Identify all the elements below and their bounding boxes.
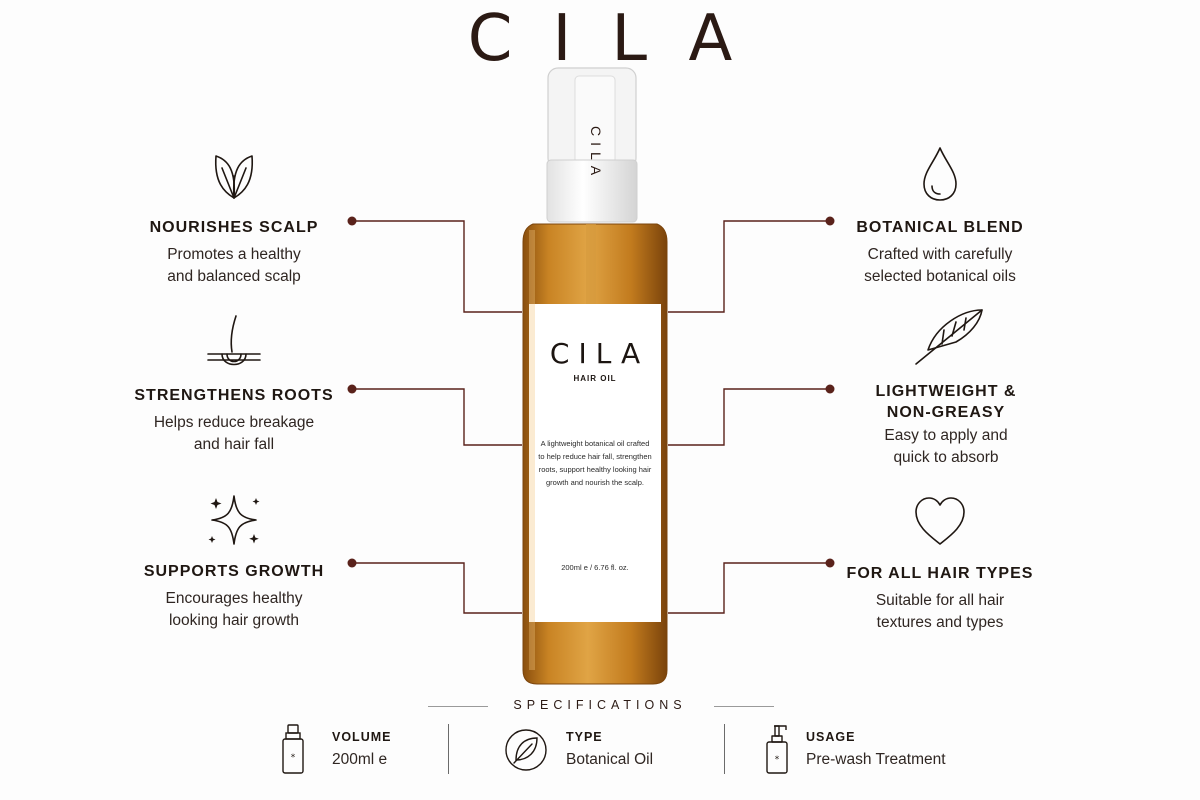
label-brand: CILA	[549, 337, 650, 370]
spec-rule-right	[714, 706, 774, 707]
spec-label: TYPE	[566, 730, 603, 744]
feature-title: STRENGTHENS ROOTS	[134, 387, 334, 404]
feature-title: NOURISHES SCALP	[149, 219, 319, 236]
cap-brand: CILA	[588, 126, 604, 182]
spec-value: Botanical Oil	[566, 751, 654, 768]
label-description: A lightweight botanical oil crafted to h…	[538, 439, 652, 487]
feature-lightweight: LIGHTWEIGHT & NON-GREASY Easy to apply a…	[826, 306, 1066, 469]
spec-rule-left	[428, 706, 488, 707]
feature-desc: Helps reduce breakage and hair fall	[153, 414, 315, 453]
spec-value: Pre-wash Treatment	[806, 751, 946, 768]
spec-label: USAGE	[806, 730, 856, 744]
feature-strengthens-roots: STRENGTHENS ROOTS Helps reduce breakage …	[114, 314, 354, 456]
pump-collar	[546, 159, 638, 223]
feature-all-hair-types: FOR ALL HAIR TYPES Suitable for all hair…	[820, 492, 1060, 634]
feature-desc: Encourages healthy looking hair growth	[165, 590, 303, 629]
leaf-icon	[214, 155, 254, 199]
feature-supports-growth: SUPPORTS GROWTH Encourages healthy looki…	[114, 490, 354, 632]
brand-title: CILA	[467, 2, 773, 76]
cap-brand-box: CILA	[588, 126, 604, 206]
feature-desc: Easy to apply and quick to absorb	[884, 427, 1008, 466]
feature-botanical-blend: BOTANICAL BLEND Crafted with carefully s…	[820, 146, 1060, 288]
sparkle-icon	[208, 495, 260, 545]
drop-icon	[923, 147, 957, 201]
leaf-circle-icon	[505, 729, 547, 771]
svg-text:*: *	[291, 753, 296, 763]
spec-value: 200ml e	[332, 751, 388, 768]
label-content: CILA HAIR OIL A lightweight botanical oi…	[529, 337, 661, 573]
feature-desc: Promotes a healthy and balanced scalp	[167, 246, 301, 285]
feature-title: FOR ALL HAIR TYPES	[846, 565, 1034, 582]
spec-divider	[724, 724, 725, 774]
feature-desc: Crafted with carefully selected botanica…	[864, 246, 1016, 285]
feature-title: LIGHTWEIGHT & NON-GREASY	[875, 383, 1017, 421]
label-type: HAIR OIL	[573, 374, 617, 383]
bottle-icon: *	[282, 724, 304, 774]
feature-title: BOTANICAL BLEND	[856, 219, 1024, 236]
hair-root-icon	[207, 315, 261, 366]
pump-bottle-icon: *	[766, 725, 788, 774]
svg-text:*: *	[775, 755, 780, 765]
spec-divider	[448, 724, 449, 774]
feature-nourishes-scalp: NOURISHES SCALP Promotes a healthy and b…	[114, 146, 354, 288]
label-volume: 200ml e / 6.76 fl. oz.	[561, 563, 629, 572]
bottle-label	[529, 304, 661, 622]
spec-label: VOLUME	[332, 730, 392, 744]
heart-icon	[915, 497, 965, 545]
feature-desc: Suitable for all hair textures and types	[875, 592, 1005, 631]
product-bottle	[522, 67, 668, 685]
specifications-title: SPECIFICATIONS	[513, 698, 687, 712]
feature-title: SUPPORTS GROWTH	[143, 563, 325, 580]
feather-icon	[915, 309, 983, 365]
